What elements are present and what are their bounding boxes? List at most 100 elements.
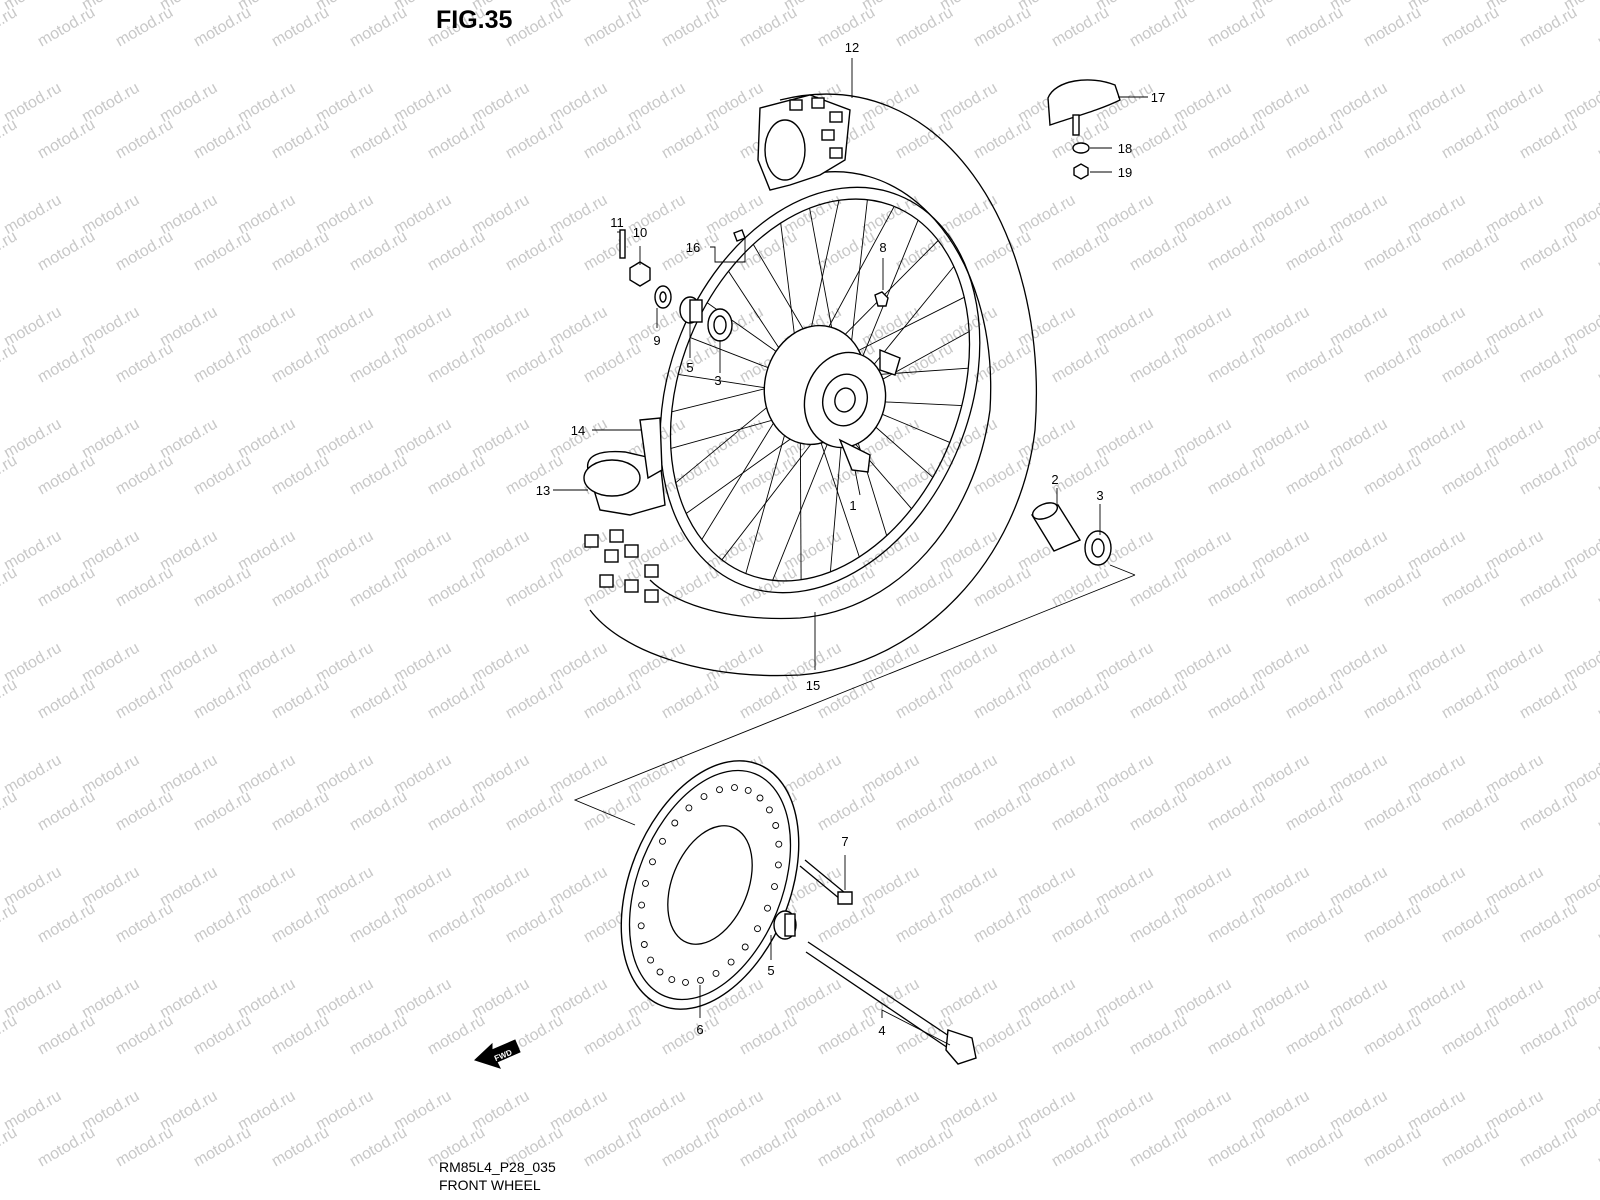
- watermark-text: motod.ru: [191, 1124, 254, 1170]
- watermark-text: motod.ru: [425, 228, 488, 274]
- watermark-text: motod.ru: [1439, 340, 1502, 386]
- watermark-text: motod.ru: [35, 4, 98, 50]
- callout-3-right: 3: [1096, 488, 1103, 503]
- disc-hole: [697, 976, 704, 984]
- watermark-text: motod.ru: [269, 564, 332, 610]
- watermark-text: motod.ru: [1205, 676, 1268, 722]
- watermark-text: motod.ru: [1283, 788, 1346, 834]
- hub: [763, 324, 901, 473]
- watermark-text: motod.ru: [971, 228, 1034, 274]
- watermark-text: motod.ru: [1517, 676, 1580, 722]
- watermark-text: motod.ru: [0, 340, 20, 386]
- disc-hole: [727, 958, 735, 966]
- watermark-text: motod.ru: [1127, 4, 1190, 50]
- watermark-text: motod.ru: [893, 340, 956, 386]
- watermark-text: motod.ru: [1595, 4, 1600, 50]
- watermark-text: motod.ru: [1205, 4, 1268, 50]
- watermark-text: motod.ru: [347, 228, 410, 274]
- watermark-text: motod.ru: [815, 676, 878, 722]
- callout-8: 8: [879, 240, 886, 255]
- watermark-text: motod.ru: [113, 4, 176, 50]
- watermark-text: motod.ru: [737, 676, 800, 722]
- watermark-text: motod.ru: [0, 676, 20, 722]
- watermark-text: motod.ru: [269, 340, 332, 386]
- watermark-text: motod.ru: [347, 4, 410, 50]
- watermark-text: motod.ru: [1205, 452, 1268, 498]
- watermark-text: motod.ru: [659, 1012, 722, 1058]
- watermark-text: motod.ru: [1439, 452, 1502, 498]
- figure-label: FIG.35: [436, 6, 513, 34]
- watermark-text: motod.ru: [269, 1012, 332, 1058]
- watermark-text: motod.ru: [503, 900, 566, 946]
- watermark-text: motod.ru: [1127, 788, 1190, 834]
- watermark-text: motod.ru: [269, 900, 332, 946]
- watermark-text: motod.ru: [1517, 116, 1580, 162]
- watermark-text: motod.ru: [581, 4, 644, 50]
- axle-and-fasteners: [773, 859, 977, 1065]
- watermark-text: motod.ru: [1361, 116, 1424, 162]
- watermark-text: motod.ru: [503, 676, 566, 722]
- watermark-text: motod.ru: [191, 452, 254, 498]
- watermark-text: motod.ru: [35, 116, 98, 162]
- disc-hole: [765, 806, 773, 814]
- watermark-text: motod.ru: [269, 788, 332, 834]
- drawing-code: RM85L4_P28_035: [439, 1159, 556, 1175]
- disc-hole: [637, 922, 645, 930]
- watermark-text: motod.ru: [503, 116, 566, 162]
- watermark-text: motod.ru: [35, 452, 98, 498]
- watermark-text: motod.ru: [893, 564, 956, 610]
- watermark-text: motod.ru: [815, 564, 878, 610]
- disc-hole: [638, 901, 646, 909]
- drawing-title: FRONT WHEEL: [439, 1177, 541, 1193]
- watermark-text: motod.ru: [1595, 900, 1600, 946]
- watermark-text: motod.ru: [1205, 564, 1268, 610]
- watermark-text: motod.ru: [113, 900, 176, 946]
- watermark-text: motod.ru: [1595, 228, 1600, 274]
- callout-2: 2: [1051, 472, 1058, 487]
- watermark-text: motod.ru: [893, 1124, 956, 1170]
- watermark-text: motod.ru: [425, 788, 488, 834]
- watermark-text: motod.ru: [113, 1124, 176, 1170]
- disc-hole: [771, 883, 778, 891]
- watermark-text: motod.ru: [1517, 340, 1580, 386]
- right-side-hub-parts: [1030, 502, 1112, 566]
- watermark-text: motod.ru: [1049, 676, 1112, 722]
- callout-5-lower: 5: [767, 963, 774, 978]
- watermark-text: motod.ru: [1439, 900, 1502, 946]
- watermark-text: motod.ru: [425, 564, 488, 610]
- watermark-text: motod.ru: [1283, 1012, 1346, 1058]
- watermark-text: motod.ru: [1049, 1124, 1112, 1170]
- watermark-text: motod.ru: [1049, 116, 1112, 162]
- watermark-text: motod.ru: [1595, 1124, 1600, 1170]
- tire: [584, 93, 1037, 677]
- watermark-text: motod.ru: [347, 676, 410, 722]
- watermark-text: motod.ru: [1283, 1124, 1346, 1170]
- assembly-guide-lines: [573, 564, 1136, 826]
- watermark-text: motod.ru: [1127, 228, 1190, 274]
- callout-17: 17: [1151, 90, 1165, 105]
- watermark-text: motod.ru: [191, 788, 254, 834]
- watermark-text: motod.ru: [113, 788, 176, 834]
- callout-3-left: 3: [714, 373, 721, 388]
- callout-12: 12: [845, 40, 859, 55]
- watermark-text: motod.ru: [1595, 564, 1600, 610]
- watermark-text: motod.ru: [1049, 340, 1112, 386]
- watermark-text: motod.ru: [425, 900, 488, 946]
- watermark-text: motod.ru: [1439, 116, 1502, 162]
- watermark-text: motod.ru: [1049, 228, 1112, 274]
- watermark-text: motod.ru: [1049, 788, 1112, 834]
- disc-hole: [775, 840, 783, 848]
- callout-16: 16: [686, 240, 700, 255]
- disc-hole: [764, 904, 771, 912]
- watermark-text: motod.ru: [1517, 564, 1580, 610]
- watermark-text: motod.ru: [347, 116, 410, 162]
- disc-hole: [744, 786, 752, 794]
- watermark-text: motod.ru: [737, 1124, 800, 1170]
- watermark-text: motod.ru: [0, 1012, 20, 1058]
- watermark-text: motod.ru: [971, 4, 1034, 50]
- watermark-text: motod.ru: [269, 228, 332, 274]
- watermark-text: motod.ru: [1439, 1124, 1502, 1170]
- watermark-text: motod.ru: [503, 564, 566, 610]
- watermark-text: motod.ru: [1283, 676, 1346, 722]
- watermark-text: motod.ru: [581, 340, 644, 386]
